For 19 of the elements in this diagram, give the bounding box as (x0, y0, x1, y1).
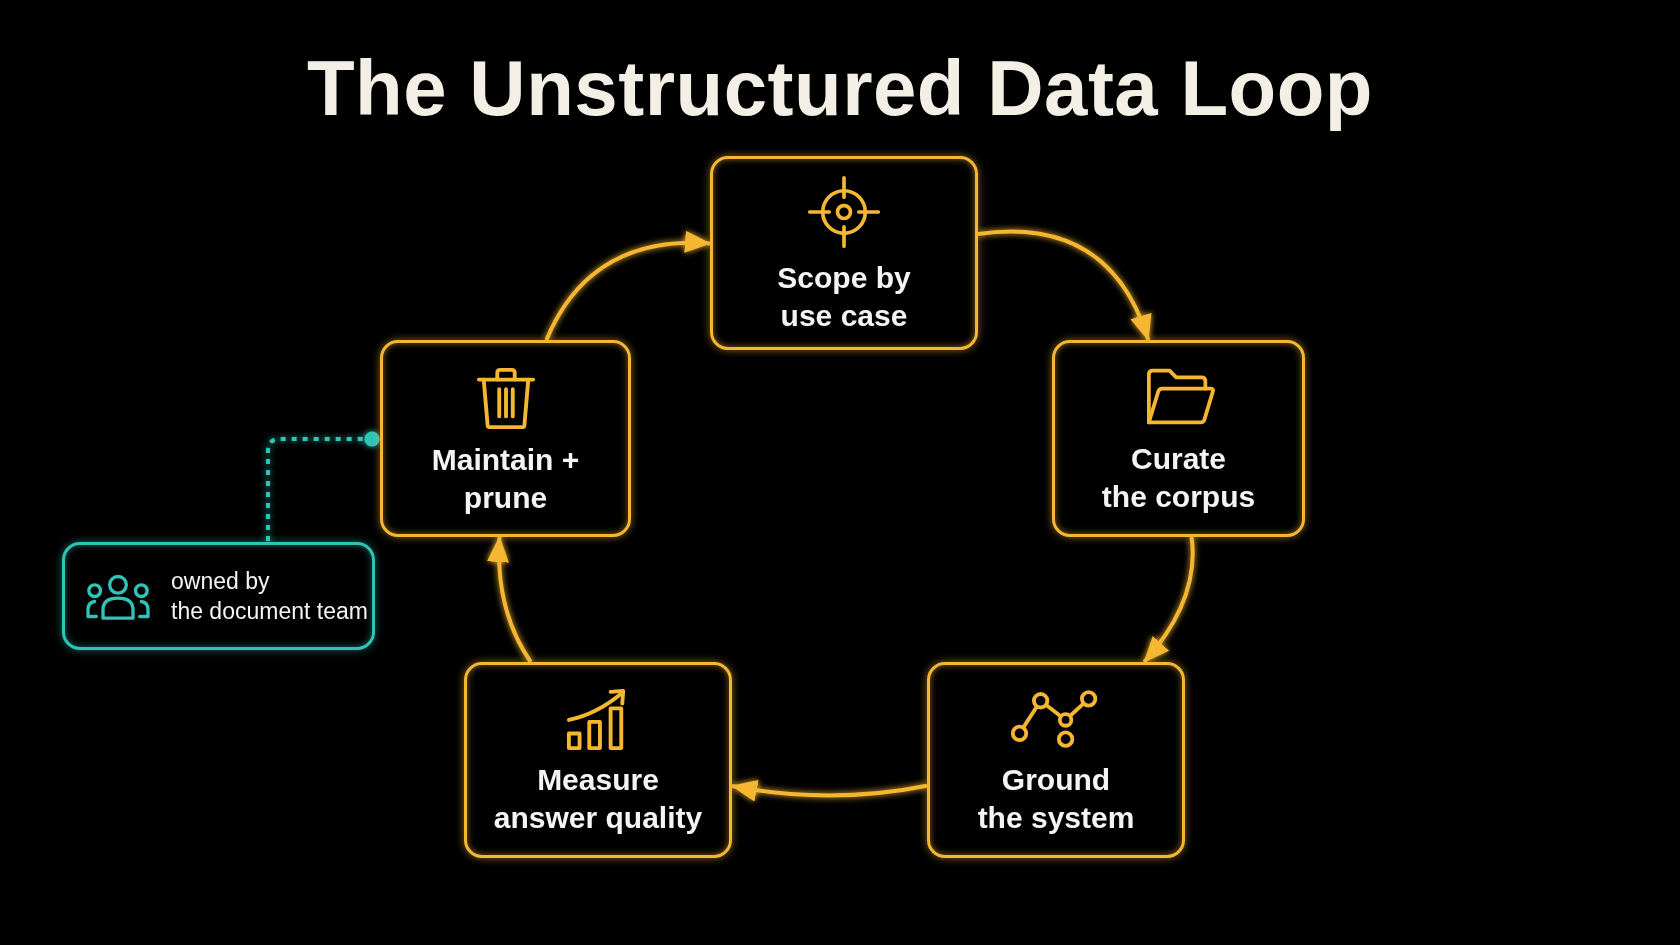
step-label: Measure answer quality (493, 762, 703, 836)
step-box (1052, 340, 1305, 537)
step-box (710, 156, 978, 350)
step-box (380, 340, 631, 537)
curved-arrow (544, 231, 711, 341)
step-label: Ground the system (977, 762, 1135, 836)
step-box (927, 662, 1185, 858)
note-text: owned by the document team (171, 567, 368, 626)
curved-arrow (977, 229, 1151, 341)
curved-arrow (1142, 536, 1195, 664)
curved-arrow (731, 779, 928, 802)
step-label: Scope by use case (776, 260, 912, 334)
step-label: Maintain + prune (430, 441, 581, 516)
note-box (62, 542, 375, 650)
dotted-connector (266, 431, 380, 541)
curved-arrow (487, 536, 533, 664)
step-box (464, 662, 732, 858)
title: The Unstructured Data Loop (306, 44, 1373, 132)
step-label: Curate the corpus (1101, 440, 1256, 515)
